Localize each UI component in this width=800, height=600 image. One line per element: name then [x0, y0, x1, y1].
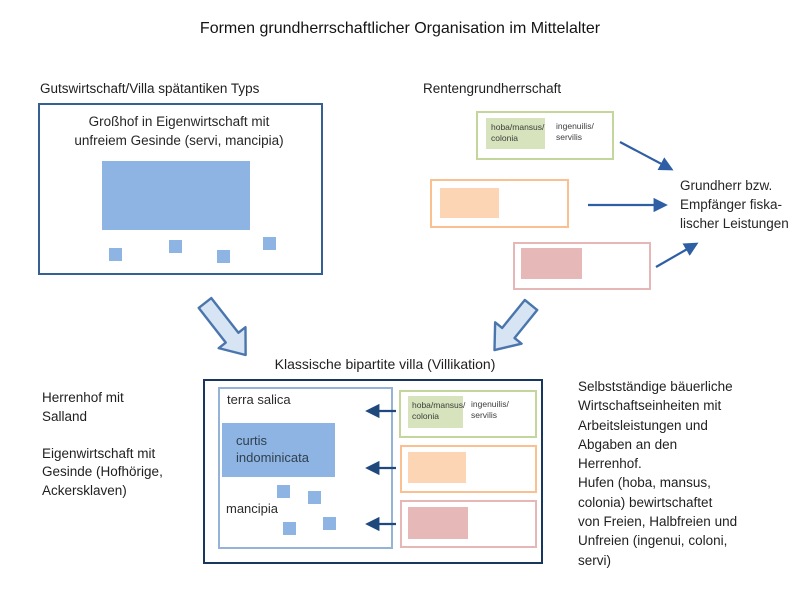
hufe-label-bottom: hoba/mansus/colonia [412, 400, 466, 421]
arrow-hufe-to-grundherr-icon [619, 141, 674, 171]
heading-rentengrundherrschaft: Rentengrundherrschaft [423, 81, 562, 96]
servi-square [263, 237, 276, 250]
status-label-bottom: ingenuilis/servilis [471, 399, 509, 420]
villikation-heading: Klassische bipartite villa (Villikation) [274, 356, 496, 372]
grundherr-caption: Grundherr bzw.Empfänger fiska-lischer Le… [680, 178, 789, 231]
tenant-fill-orange-bottom [408, 452, 466, 483]
heading-gutswirtschaft: Gutswirtschaft/Villa spätantiken Typs [40, 81, 260, 96]
block-arrow-left-icon [197, 296, 247, 357]
status-label-top: ingenuilis/servilis [556, 121, 594, 142]
block-arrow-right-icon [493, 298, 539, 352]
tenant-fill-pink-top [521, 248, 582, 279]
mancipia-square [283, 522, 296, 535]
curtis-rect [222, 423, 335, 477]
mancipia-square [323, 517, 336, 530]
servi-square [169, 240, 182, 253]
tenant-fill-pink-bottom [408, 507, 468, 539]
servi-square [217, 250, 230, 263]
demesne-rect [102, 161, 250, 230]
hufe-fill-bottom [408, 396, 463, 428]
mancipia-square [277, 485, 290, 498]
hufe-fill-top [486, 118, 545, 149]
mancipia-square [308, 491, 321, 504]
arrow-pink-to-grundherr-icon [655, 242, 699, 268]
terra-salica-label: terra salica [227, 392, 291, 407]
hufe-label-top: hoba/mansus/colonia [491, 122, 545, 143]
tenant-fill-orange-top [440, 188, 499, 218]
servi-square [109, 248, 122, 261]
page-title: Formen grundherrschaftlicher Organisatio… [199, 20, 601, 37]
mancipia-label: mancipia [226, 501, 279, 516]
